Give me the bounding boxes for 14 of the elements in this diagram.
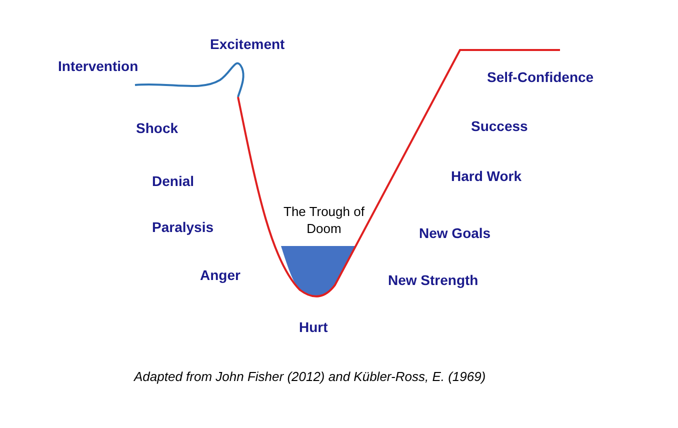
stage-label: Hurt	[299, 319, 328, 335]
stage-label: Shock	[136, 120, 178, 136]
stage-label: Self-Confidence	[487, 69, 594, 85]
caption: Adapted from John Fisher (2012) and Kübler-Ross, E. (1969)	[134, 369, 486, 384]
stage-label: Paralysis	[152, 219, 214, 235]
stage-label: Denial	[152, 173, 194, 189]
stage-label: Hard Work	[451, 168, 522, 184]
stage-label: Anger	[200, 267, 240, 283]
stage-label: Success	[471, 118, 528, 134]
trough-label: The Trough of Doom	[282, 203, 366, 237]
stage-label: Intervention	[58, 58, 138, 74]
stage-label: New Strength	[388, 272, 478, 288]
stage-label: New Goals	[419, 225, 491, 241]
stage-label: Excitement	[210, 36, 285, 52]
